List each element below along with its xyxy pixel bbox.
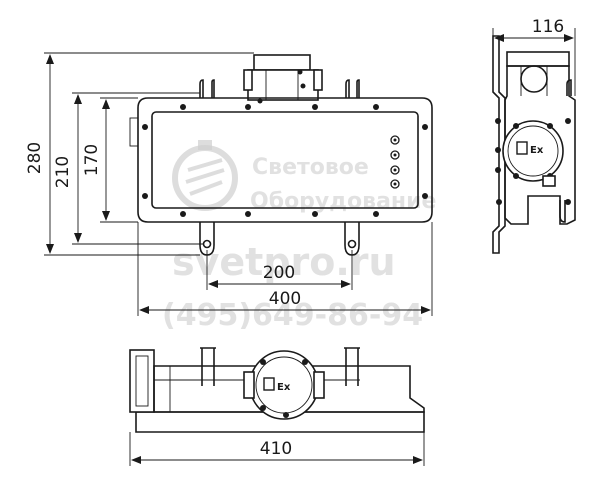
bottom-ear-left [200,347,216,386]
side-ear-bottom [559,200,566,223]
watermark-phone: (495)649-86-94 [162,298,423,333]
dim-400-label: 400 [269,289,301,309]
bottom-housing [153,365,425,413]
dim-410-label: 410 [260,439,292,459]
bottom-ex-logo: Ex [277,382,291,393]
side-bracket [492,35,506,254]
top-mount-ear-right [345,79,360,98]
watermark-line1: Световое [252,155,369,180]
side-ear-top [566,79,572,96]
dim-200: 200 [206,250,353,290]
side-top-gland [506,51,570,67]
dim-210: 210 [53,92,203,245]
bottom-ex-mark-icon [263,377,275,391]
front-housing [137,97,433,223]
dim-116: 116 [492,17,576,96]
indicator-lamps [390,135,400,189]
front-cover [151,111,419,209]
dim-200-label: 200 [263,263,295,283]
dim-280: 280 [25,52,254,256]
side-ex-logo: Ex [530,145,544,156]
front-view: 280 210 170 200 400 [25,52,433,316]
cover-bolts [142,104,428,217]
bottom-left-gland [129,349,155,413]
side-gland-circle [520,65,548,93]
dim-170-label: 170 [82,144,102,176]
dim-170: 170 [82,97,138,223]
bottom-ex-junction-box: Ex [243,350,325,420]
bottom-view: Ex 410 [129,347,425,466]
side-view: Ex 116 [492,17,576,254]
watermark-line2: Оборудование [250,189,436,214]
top-mount-ear-left [199,79,215,98]
dim-280-label: 280 [25,142,45,174]
dim-400: 400 [137,222,433,316]
side-boss [129,117,139,147]
dim-116-label: 116 [532,17,564,37]
bottom-ear-right [344,347,360,386]
top-cable-gland [243,54,323,104]
side-ex-junction-box: Ex [502,120,564,187]
watermark-logo [172,140,238,211]
dim-410: 410 [129,432,425,466]
ex-mark-icon [516,141,528,155]
dim-210-label: 210 [53,156,73,188]
